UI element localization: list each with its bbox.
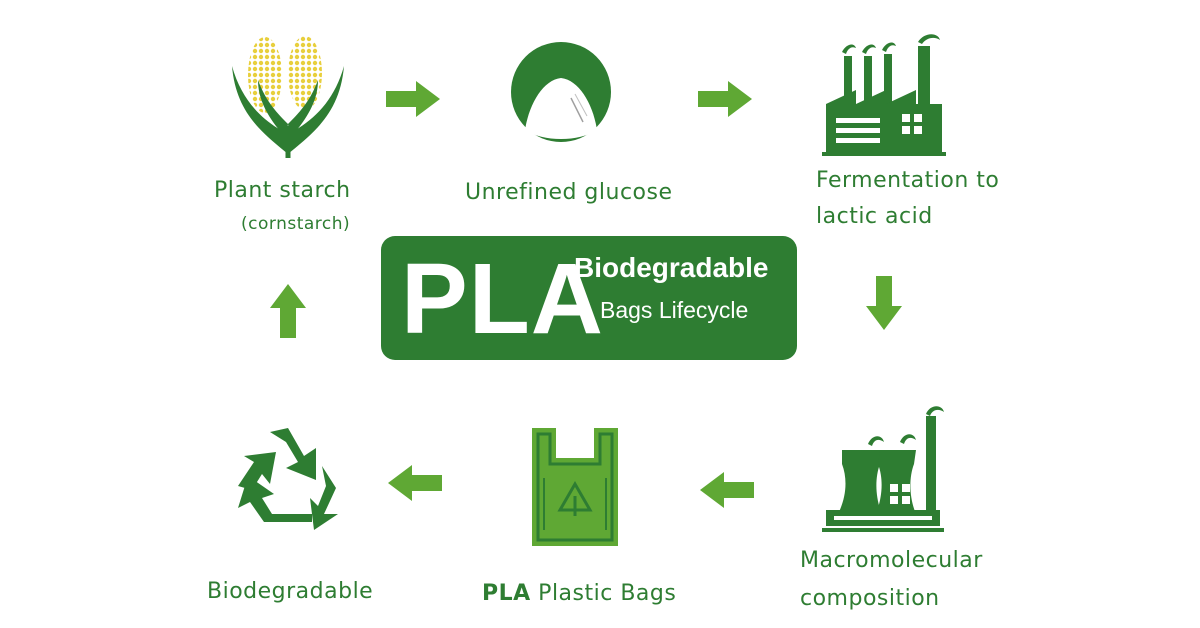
center-title: Biodegradable	[574, 252, 769, 283]
center-title-box: PLA Biodegradable Bags Lifecycle	[381, 236, 797, 360]
step-label-pla-prefix: PLA	[482, 581, 531, 606]
arrow-left-icon	[700, 472, 754, 508]
recycle-icon	[238, 428, 338, 530]
step-label-biodegradable: Biodegradable	[207, 579, 374, 604]
center-subtitle: Bags Lifecycle	[600, 297, 749, 323]
step-label-unrefined-glucose: Unrefined glucose	[465, 180, 673, 205]
arrow-right-icon	[698, 81, 752, 117]
corn-icon	[232, 36, 344, 158]
center-acronym: PLA	[401, 243, 604, 355]
step-label-plastic-bags: Plastic Bags	[538, 581, 677, 606]
step-label-fermentation-line1: Fermentation to	[816, 168, 1000, 193]
factory-icon	[822, 34, 946, 156]
step-sublabel-cornstarch: (cornstarch)	[241, 214, 351, 234]
step-label-plant-starch: Plant starch	[214, 178, 351, 203]
arrow-down-icon	[866, 276, 902, 330]
step-label-pla-plastic-bags: PLA Plastic Bags	[482, 577, 676, 611]
arrow-right-icon	[386, 81, 440, 117]
step-label-macromolecular-line1: Macromolecular	[800, 548, 983, 573]
arrow-left-icon	[388, 465, 442, 501]
arrow-up-icon	[270, 284, 306, 338]
plastic-bag-icon	[532, 428, 618, 546]
cooling-tower-factory-icon	[822, 406, 944, 532]
glucose-icon	[511, 42, 611, 142]
step-label-fermentation-line2: lactic acid	[816, 204, 933, 229]
step-label-macromolecular-line2: composition	[800, 586, 940, 611]
